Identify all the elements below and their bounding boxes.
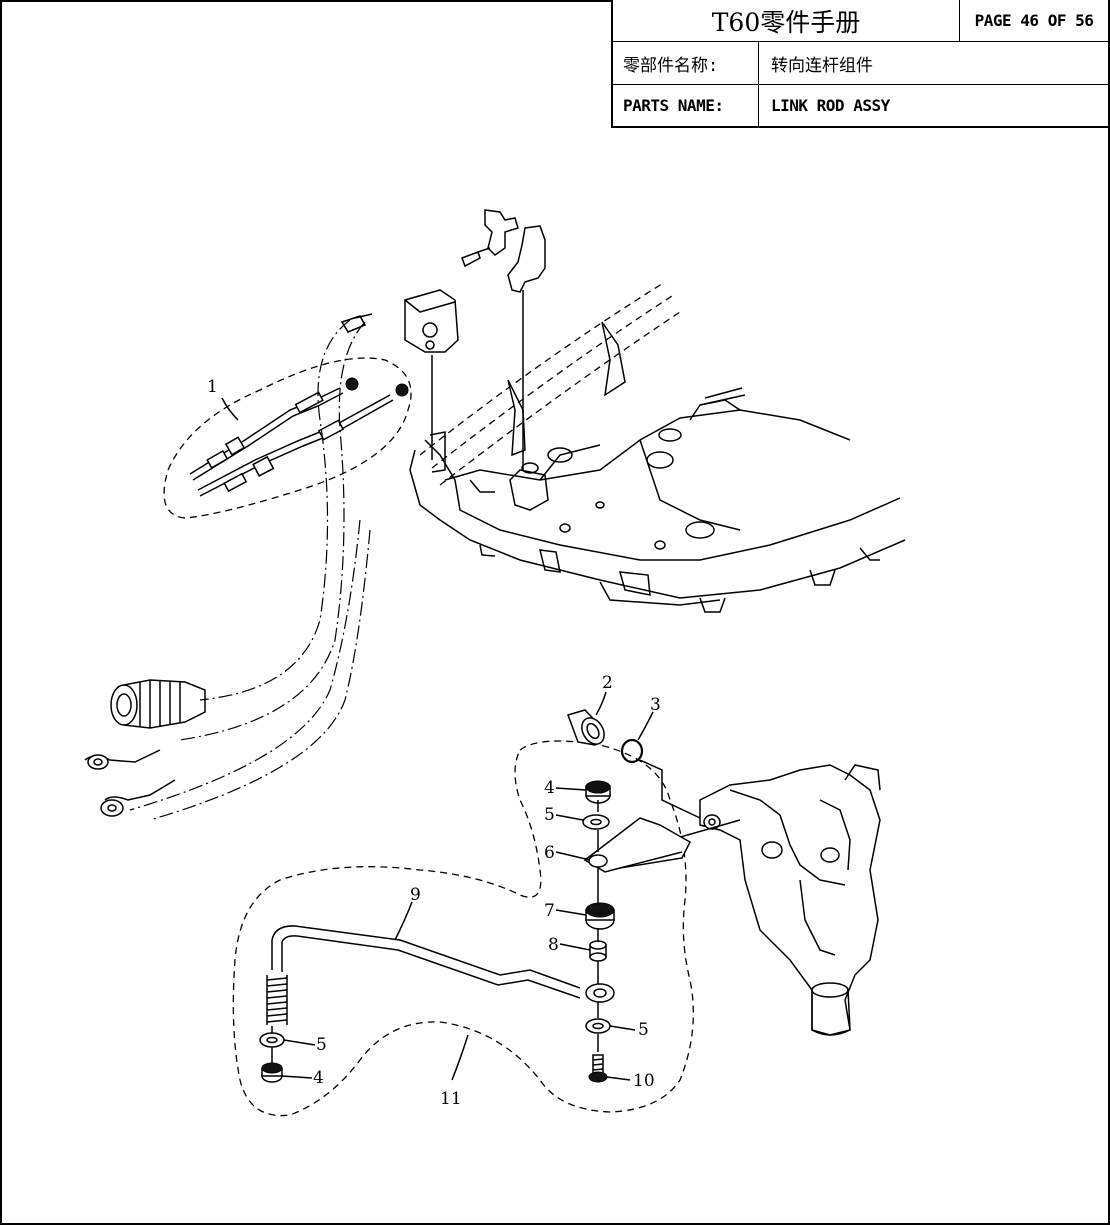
name-row-en: PARTS NAME: LINK ROD ASSY: [613, 85, 1108, 126]
callout-5-left: 5: [316, 1035, 327, 1055]
part-5-washer-right: [585, 1018, 611, 1034]
callout-8: 8: [548, 935, 559, 955]
part-8-collar: [589, 940, 607, 962]
callout-leaders: [221, 397, 654, 1081]
parts-name-value-cn: 转向连杆组件: [771, 55, 873, 76]
callout-11: 11: [440, 1089, 462, 1109]
part-3-o-ring: [620, 738, 644, 764]
bottom-cowling-frame: [409, 281, 906, 613]
assembly-center-lines: [271, 800, 599, 1063]
callout-5-top: 5: [544, 805, 555, 825]
part-4-nut-top: [585, 780, 611, 804]
link-rod-assy-boundary: [232, 740, 694, 1117]
title-block: T60零件手册 PAGE 46 OF 56 零部件名称: 转向连杆组件 PART…: [611, 0, 1108, 128]
assembly-leader-line: [639, 759, 701, 819]
callout-9: 9: [410, 885, 421, 905]
ring-terminals: [84, 749, 176, 817]
part-10-bolt: [588, 1054, 608, 1083]
page-number: PAGE 46 OF 56: [959, 0, 1108, 41]
mount-block: [404, 289, 459, 460]
callout-3: 3: [650, 695, 661, 715]
callout-4-left: 4: [313, 1068, 324, 1088]
part-5-washer-left: [259, 1032, 285, 1048]
part-6-steering-arm: [583, 817, 691, 873]
part-2-bushing: [567, 709, 605, 746]
callout-2: 2: [602, 673, 613, 693]
name-row-cn: 零部件名称: 转向连杆组件: [613, 42, 1108, 85]
bracket-clip: [461, 209, 546, 470]
parts-name-label-en: PARTS NAME:: [613, 85, 759, 126]
part-7-nut: [585, 902, 615, 930]
parts-name-value-en: LINK ROD ASSY: [771, 96, 890, 115]
callout-10: 10: [633, 1071, 655, 1091]
callout-5-right: 5: [638, 1020, 649, 1040]
part-4-nut-left: [261, 1062, 283, 1083]
part-5-washer-top: [582, 814, 610, 830]
callout-6: 6: [544, 843, 555, 863]
remote-control-cables: [129, 313, 412, 821]
callout-4-top: 4: [544, 778, 555, 798]
manual-title: T60零件手册: [711, 7, 861, 37]
callout-1: 1: [207, 377, 218, 397]
steering-bracket: [699, 764, 881, 1036]
parts-name-label-cn: 零部件名称:: [613, 42, 759, 84]
callout-numbers: 1 2 3 4 5 6 7 8 9 5 5 4 11 10: [207, 377, 661, 1109]
callout-7: 7: [544, 901, 555, 921]
title-row: T60零件手册 PAGE 46 OF 56: [613, 0, 1108, 42]
part-9-link-rod: [266, 925, 615, 1025]
wiring-connector: [110, 679, 206, 729]
